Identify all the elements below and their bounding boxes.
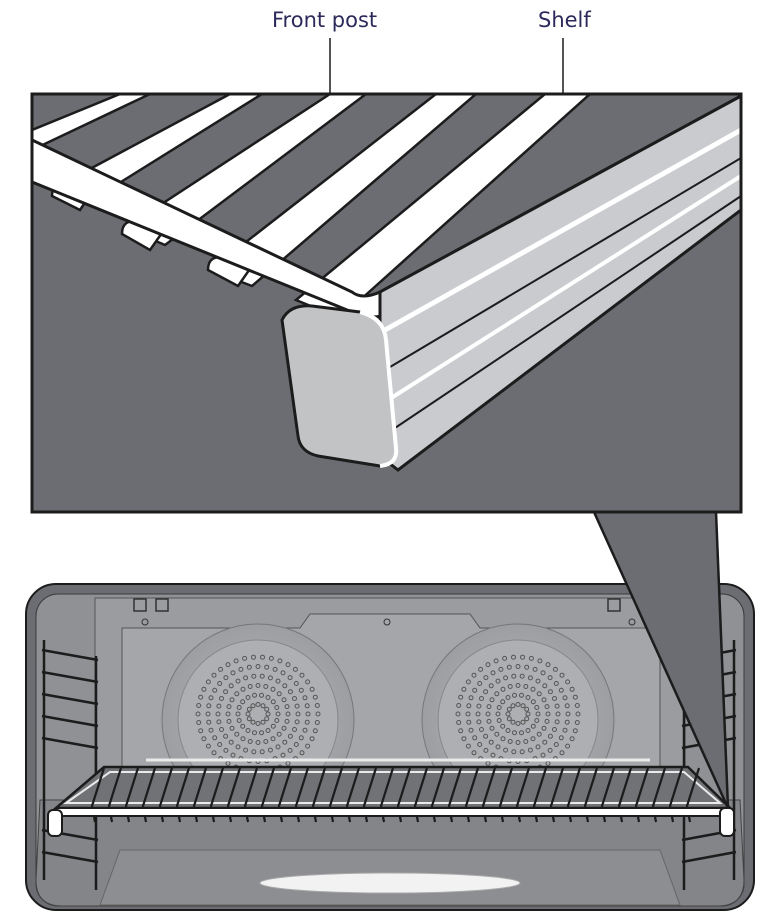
- right-front-post: [719, 807, 735, 837]
- front-post: [280, 304, 398, 468]
- left-front-post: [47, 809, 63, 837]
- oven-cavity: [25, 583, 755, 911]
- wire-shelf: [47, 758, 735, 837]
- front-post-label: Front post: [272, 8, 378, 32]
- oven-light: [259, 872, 521, 894]
- shelf-label: Shelf: [538, 8, 591, 32]
- magnified-view: [30, 92, 743, 514]
